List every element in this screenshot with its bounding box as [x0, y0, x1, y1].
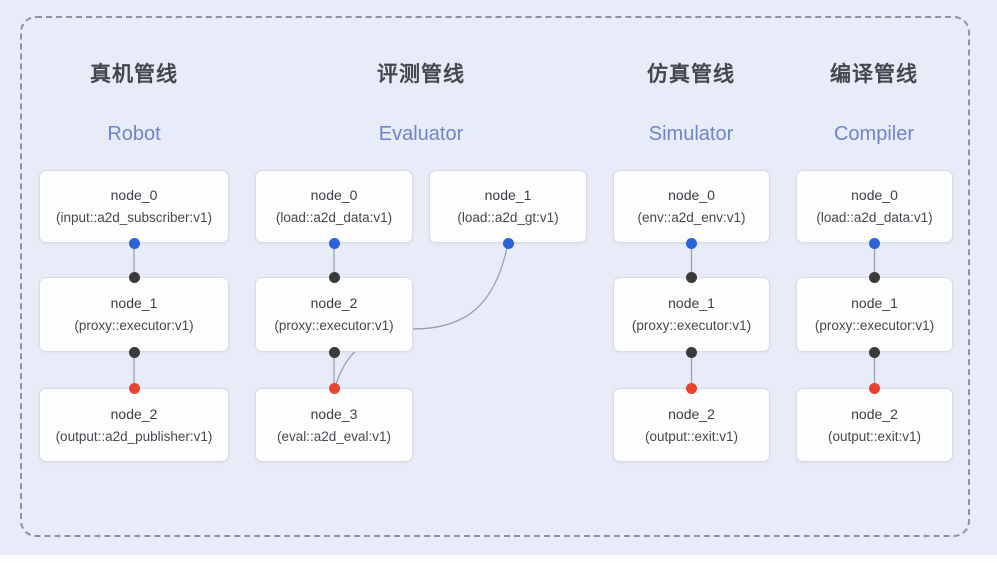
pipeline-header-compiler: 编译管线 Compiler: [764, 62, 984, 146]
node-name-label: node_0: [310, 187, 358, 203]
node-name-label: node_1: [110, 295, 158, 311]
node-type-label: (load::a2d_data:v1): [816, 210, 933, 225]
node-type-label: (proxy::executor:v1): [631, 318, 752, 333]
node-name-label: node_2: [110, 405, 158, 422]
edge-evaluator-node_1-to-evaluator-node_3: [334, 242, 509, 389]
node-name-label: node_2: [668, 405, 715, 422]
node-card-evaluator-node_3: node_3(eval::a2d_eval:v1): [255, 388, 413, 462]
pipeline-header-evaluator: 评测管线 Evaluator: [311, 62, 531, 146]
port-blue-dot: [328, 237, 340, 249]
node-type-label: (proxy::executor:v1): [274, 318, 394, 333]
node-type-label: (input::a2d_subscriber:v1): [55, 210, 213, 225]
node-name-label: node_0: [668, 187, 715, 203]
node-name-label: node_1: [668, 295, 715, 311]
pipeline-title-zh-compiler: 编译管线: [830, 63, 918, 86]
bottom-strip: [0, 555, 997, 563]
port-red-dot: [686, 382, 697, 394]
node-name-label: node_3: [310, 405, 358, 422]
node-card-evaluator-node_1: node_1(load::a2d_gt:v1): [429, 170, 587, 243]
pipeline-header-simulator: 仿真管线 Simulator: [581, 62, 801, 146]
pipeline-title-zh-simulator: 仿真管线: [647, 63, 735, 86]
node-card-evaluator-node_2: node_2(proxy::executor:v1): [255, 277, 413, 352]
port-blue-dot: [686, 237, 697, 249]
port-black-dot: [686, 271, 697, 283]
pipeline-title-en-compiler: Compiler: [833, 123, 915, 145]
node-type-label: (load::a2d_data:v1): [275, 210, 393, 225]
port-black-dot: [128, 346, 140, 358]
port-black-dot: [869, 271, 880, 283]
node-type-label: (load::a2d_gt:v1): [457, 210, 559, 225]
node-card-simulator-node_1: node_1(proxy::executor:v1): [613, 277, 770, 352]
node-name-label: node_1: [851, 295, 898, 311]
pipeline-title-zh-robot: 真机管线: [90, 63, 178, 86]
node-card-compiler-node_1: node_1(proxy::executor:v1): [796, 277, 953, 352]
node-card-robot-node_2: node_2(output::a2d_publisher:v1): [39, 388, 229, 462]
port-red-dot: [128, 382, 140, 394]
node-type-label: (output::a2d_publisher:v1): [55, 428, 213, 444]
port-blue-dot: [869, 237, 880, 249]
node-name-label: node_2: [851, 405, 898, 422]
node-card-compiler-node_0: node_0(load::a2d_data:v1): [796, 170, 953, 243]
node-type-label: (eval::a2d_eval:v1): [276, 428, 392, 444]
port-black-dot: [869, 346, 880, 358]
node-card-compiler-node_2: node_2(output::exit:v1): [796, 388, 953, 462]
node-type-label: (env::a2d_env:v1): [637, 210, 746, 225]
port-blue-dot: [128, 237, 140, 249]
node-type-label: (output::exit:v1): [827, 428, 922, 444]
node-name-label: node_0: [110, 187, 158, 203]
node-type-label: (proxy::executor:v1): [74, 318, 194, 333]
port-blue-dot: [502, 237, 514, 249]
node-card-evaluator-node_0: node_0(load::a2d_data:v1): [255, 170, 413, 243]
port-red-dot: [869, 382, 880, 394]
port-black-dot: [128, 271, 140, 283]
node-card-robot-node_0: node_0(input::a2d_subscriber:v1): [39, 170, 229, 243]
node-name-label: node_0: [851, 187, 898, 203]
pipeline-title-zh-evaluator: 评测管线: [377, 63, 465, 86]
pipeline-title-en-simulator: Simulator: [648, 123, 734, 145]
port-black-dot: [328, 271, 340, 283]
pipeline-title-en-evaluator: Evaluator: [378, 123, 464, 145]
pipeline-header-robot: 真机管线 Robot: [24, 62, 244, 146]
node-card-robot-node_1: node_1(proxy::executor:v1): [39, 277, 229, 352]
node-name-label: node_1: [484, 187, 532, 203]
port-black-dot: [328, 346, 340, 358]
node-card-simulator-node_0: node_0(env::a2d_env:v1): [613, 170, 770, 243]
node-card-simulator-node_2: node_2(output::exit:v1): [613, 388, 770, 462]
port-black-dot: [686, 346, 697, 358]
node-name-label: node_2: [310, 295, 358, 311]
dashed-frame: [20, 16, 970, 537]
port-red-dot: [328, 382, 340, 394]
pipeline-title-en-robot: Robot: [107, 123, 161, 145]
node-type-label: (output::exit:v1): [644, 428, 739, 444]
node-type-label: (proxy::executor:v1): [814, 318, 935, 333]
